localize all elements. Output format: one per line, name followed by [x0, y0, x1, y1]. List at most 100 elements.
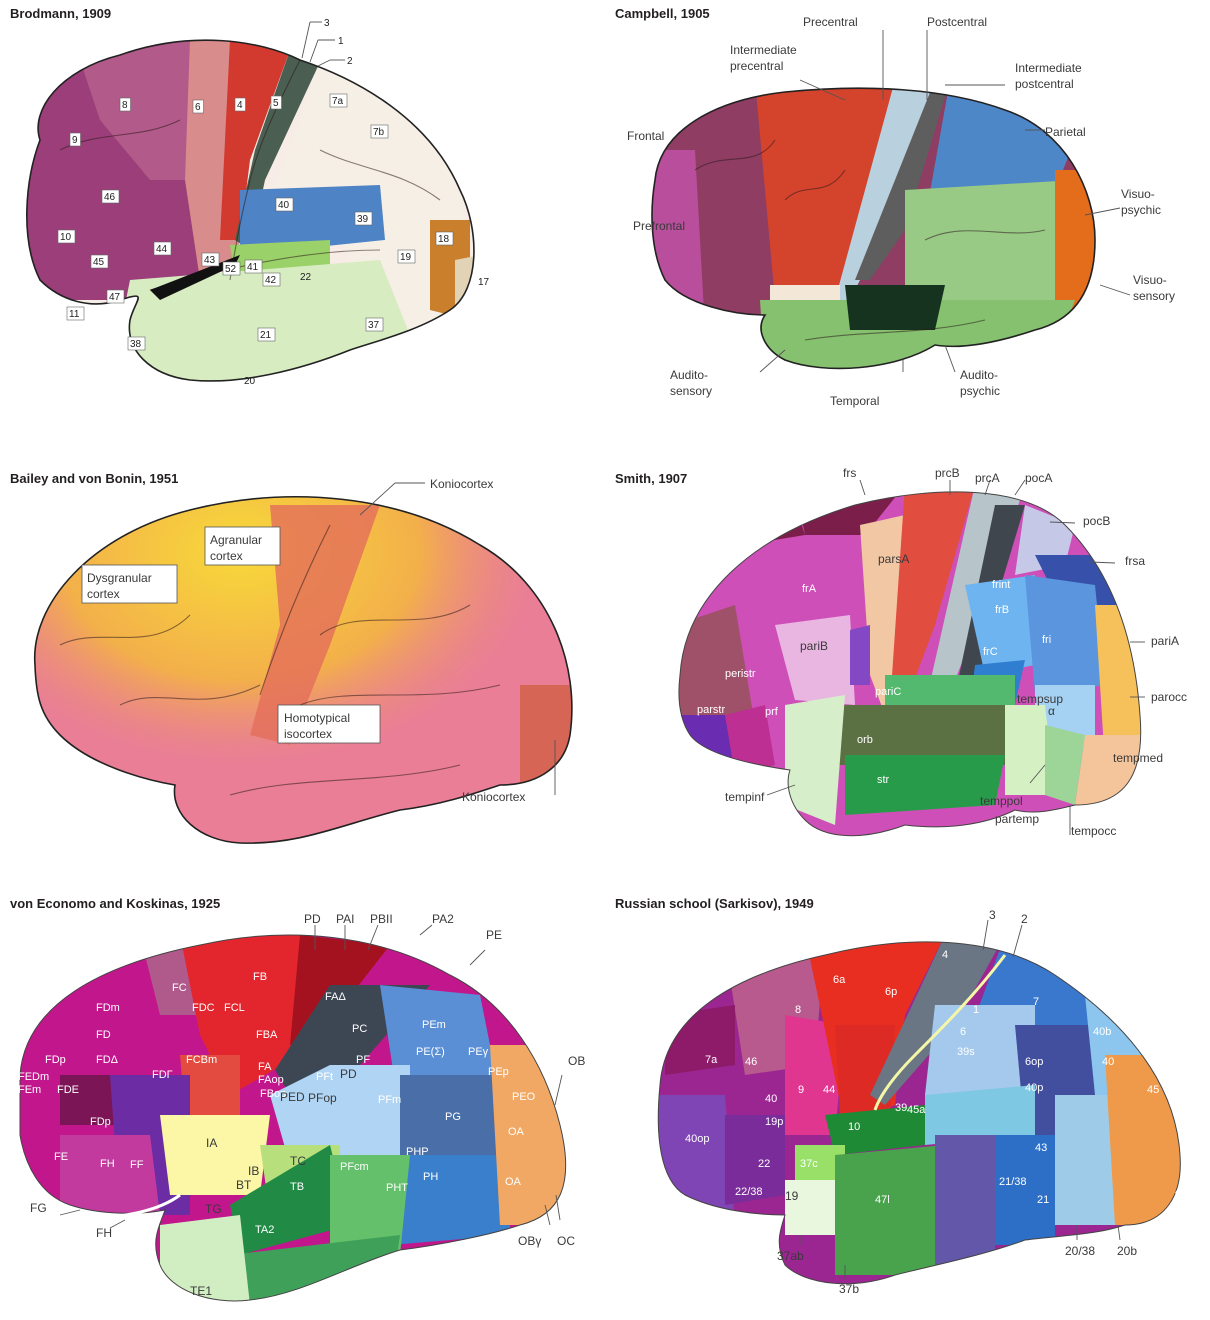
brodmann-area-label: 9: [72, 135, 78, 146]
sarkisov-area-label: 8: [795, 1004, 801, 1016]
economo-area-label: FC: [172, 982, 187, 994]
economo-area-label: PFcm: [340, 1161, 369, 1173]
economo-area-label: TE2: [345, 1276, 365, 1288]
sarkisov-area-label: 6: [960, 1026, 966, 1038]
smith-region-label: prf: [765, 706, 779, 718]
economo-area-label: FCBm: [186, 1054, 217, 1066]
campbell-region-label: Intermediatepostcentral: [1015, 61, 1082, 91]
economo-area-label: IA: [206, 1136, 217, 1150]
smith-region-label: frint: [992, 579, 1010, 591]
economo-area-label: FDp: [90, 1116, 111, 1128]
brodmann-area-label: 19: [400, 252, 412, 263]
economo-area-label: PFt: [316, 1071, 333, 1083]
brodmann-area-label: 7b: [373, 127, 385, 138]
brodmann-area-label: 21: [260, 330, 272, 341]
brodmann-area-label: 45: [93, 257, 105, 268]
sarkisov-area-label: 21/38: [999, 1176, 1027, 1188]
smith-region-label: pariA: [1151, 634, 1179, 648]
economo-area-label: TE1: [190, 1284, 212, 1298]
sarkisov-area-label: 40: [765, 1093, 777, 1105]
bailey-region-label: Koniocortex: [430, 477, 493, 491]
smith-region-label: parsB: [747, 524, 776, 536]
economo-area-label: OA: [508, 1126, 525, 1138]
economo-area-label: TA2: [255, 1224, 274, 1236]
sarkisov-area-label: 6op: [1025, 1056, 1043, 1068]
brodmann-area-label: 1: [338, 36, 344, 47]
campbell-region-label: Temporal: [830, 394, 879, 408]
brodmann-area-label: 22: [300, 272, 312, 283]
smith-region-label: orb: [857, 734, 873, 746]
campbell-region-label: Postcentral: [927, 15, 987, 29]
smith-region-label: frs: [843, 466, 856, 480]
economo-area-label: FEm: [18, 1084, 41, 1096]
sarkisov-area-label: 47l: [875, 1194, 890, 1206]
economo-area-label: OBγ: [518, 1234, 541, 1248]
smith-region-label: pocA: [1025, 471, 1052, 485]
sarkisov-area-label: 37ab: [777, 1249, 804, 1263]
economo-area-label: PD: [340, 1067, 357, 1081]
economo-area-label: FDΓ: [152, 1069, 173, 1081]
sarkisov-area-label: 10: [848, 1121, 860, 1133]
smith-region-label: α: [1048, 704, 1055, 718]
brodmann-area-label: 5: [273, 98, 279, 109]
sarkisov-area-label: 19p: [765, 1116, 783, 1128]
sarkisov-area-label: 20b: [1117, 1244, 1137, 1258]
sarkisov-area-label: 37b: [839, 1282, 859, 1296]
smith-region-label: parstr: [697, 704, 725, 716]
economo-area-label: PBII: [370, 912, 393, 926]
smith-region-label: frC: [983, 646, 998, 658]
economo-area-label: PHP: [406, 1146, 429, 1158]
smith-region-label: peristr: [725, 668, 756, 680]
brodmann-area-label: 43: [204, 255, 216, 266]
smith-region-label: tempsup: [1017, 692, 1063, 706]
economo-area-label: BT: [236, 1178, 252, 1192]
brodmann-area-label: 6: [195, 102, 201, 113]
campbell-region-label: Precentral: [803, 15, 858, 29]
smith-region-label: temppol: [980, 794, 1023, 808]
economo-area-label: FBA: [256, 1029, 278, 1041]
economo-area-label: FE: [54, 1151, 68, 1163]
sarkisov-area-label: 47l: [1175, 1186, 1190, 1198]
brodmann-area-label: 37: [368, 320, 380, 331]
sarkisov-area-label: 22/38: [735, 1186, 763, 1198]
sarkisov-area-label: 37c: [800, 1158, 818, 1170]
economo-area-label: FDE: [57, 1084, 79, 1096]
economo-area-label: FAΔ: [325, 991, 346, 1003]
smith-region-label: β: [692, 591, 698, 603]
smith-region-label: tempmed: [1113, 751, 1163, 765]
economo-area-label: FA: [258, 1061, 272, 1073]
smith-brain-map: frsprcBprcApocApocBparsBfrsaparsAfrintβf…: [605, 465, 1205, 895]
economo-area-label: PE: [486, 928, 502, 942]
economo-area-label: OA: [505, 1176, 522, 1188]
economo-area-label: PEp: [488, 1066, 509, 1078]
sarkisov-brain-map: 326a486p17640b39s407a469446op40p40394540…: [605, 890, 1205, 1320]
economo-area-label: OC: [557, 1234, 575, 1248]
sarkisov-area-label: 20/38: [1065, 1244, 1095, 1258]
economo-area-label: PFm: [378, 1094, 401, 1106]
brodmann-area-label: 38: [130, 339, 142, 350]
sarkisov-area-label: 19: [785, 1189, 799, 1203]
sarkisov-area-label: 6p: [885, 986, 897, 998]
economo-area-label: PHT: [386, 1182, 408, 1194]
smith-region-label: frA: [802, 583, 817, 595]
economo-area-label: OB: [568, 1054, 585, 1068]
smith-region-label: prcA: [975, 471, 1000, 485]
economo-area-label: PH: [423, 1171, 438, 1183]
smith-region-label: prcB: [935, 466, 960, 480]
economo-area-label: FDp: [45, 1054, 66, 1066]
economo-area-label: PF: [356, 1054, 370, 1066]
economo-area-label: PG: [445, 1111, 461, 1123]
brodmann-area-label: 46: [104, 192, 116, 203]
panel-title: Smith, 1907: [615, 471, 687, 486]
sarkisov-area-label: 4: [942, 949, 948, 961]
smith-region-label: pariC: [875, 686, 901, 698]
smith-region-label: frB: [995, 604, 1009, 616]
sarkisov-area-label: 43: [1035, 1142, 1047, 1154]
brodmann-area-label: 3: [324, 18, 330, 29]
von-economo-brain-map: PDPAIPBIIFCFBPA2PEFDmFDCFCLFAΔPCPEmFDFBA…: [0, 890, 600, 1320]
smith-region-label: fri: [1042, 634, 1051, 646]
smith-region-label: pariB: [800, 639, 828, 653]
